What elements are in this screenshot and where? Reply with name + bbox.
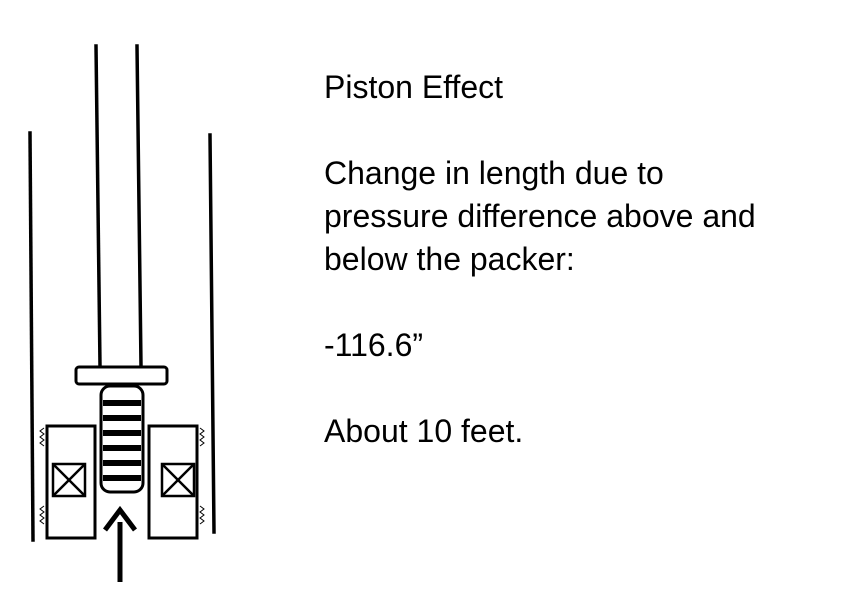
casing-left-wall [28,131,35,542]
pressure-arrow-icon [103,505,137,582]
packer-element-left [39,424,97,540]
text-panel: Piston Effect Change in length due to pr… [324,66,844,453]
packer-element-right [147,424,205,540]
slide-description: Change in length due to pressure differe… [324,155,756,277]
tubing-collar [74,365,169,386]
seal-bore [99,384,145,494]
tubing-right-wall [135,44,143,368]
tubing-left-wall [94,44,102,368]
slide-title: Piston Effect [324,69,504,105]
approximation-text: About 10 feet. [324,413,524,449]
length-change-value: -116.6” [324,327,424,363]
casing-right-wall [208,133,216,534]
slip-x-icon [160,462,196,498]
slip-x-icon [51,462,87,498]
